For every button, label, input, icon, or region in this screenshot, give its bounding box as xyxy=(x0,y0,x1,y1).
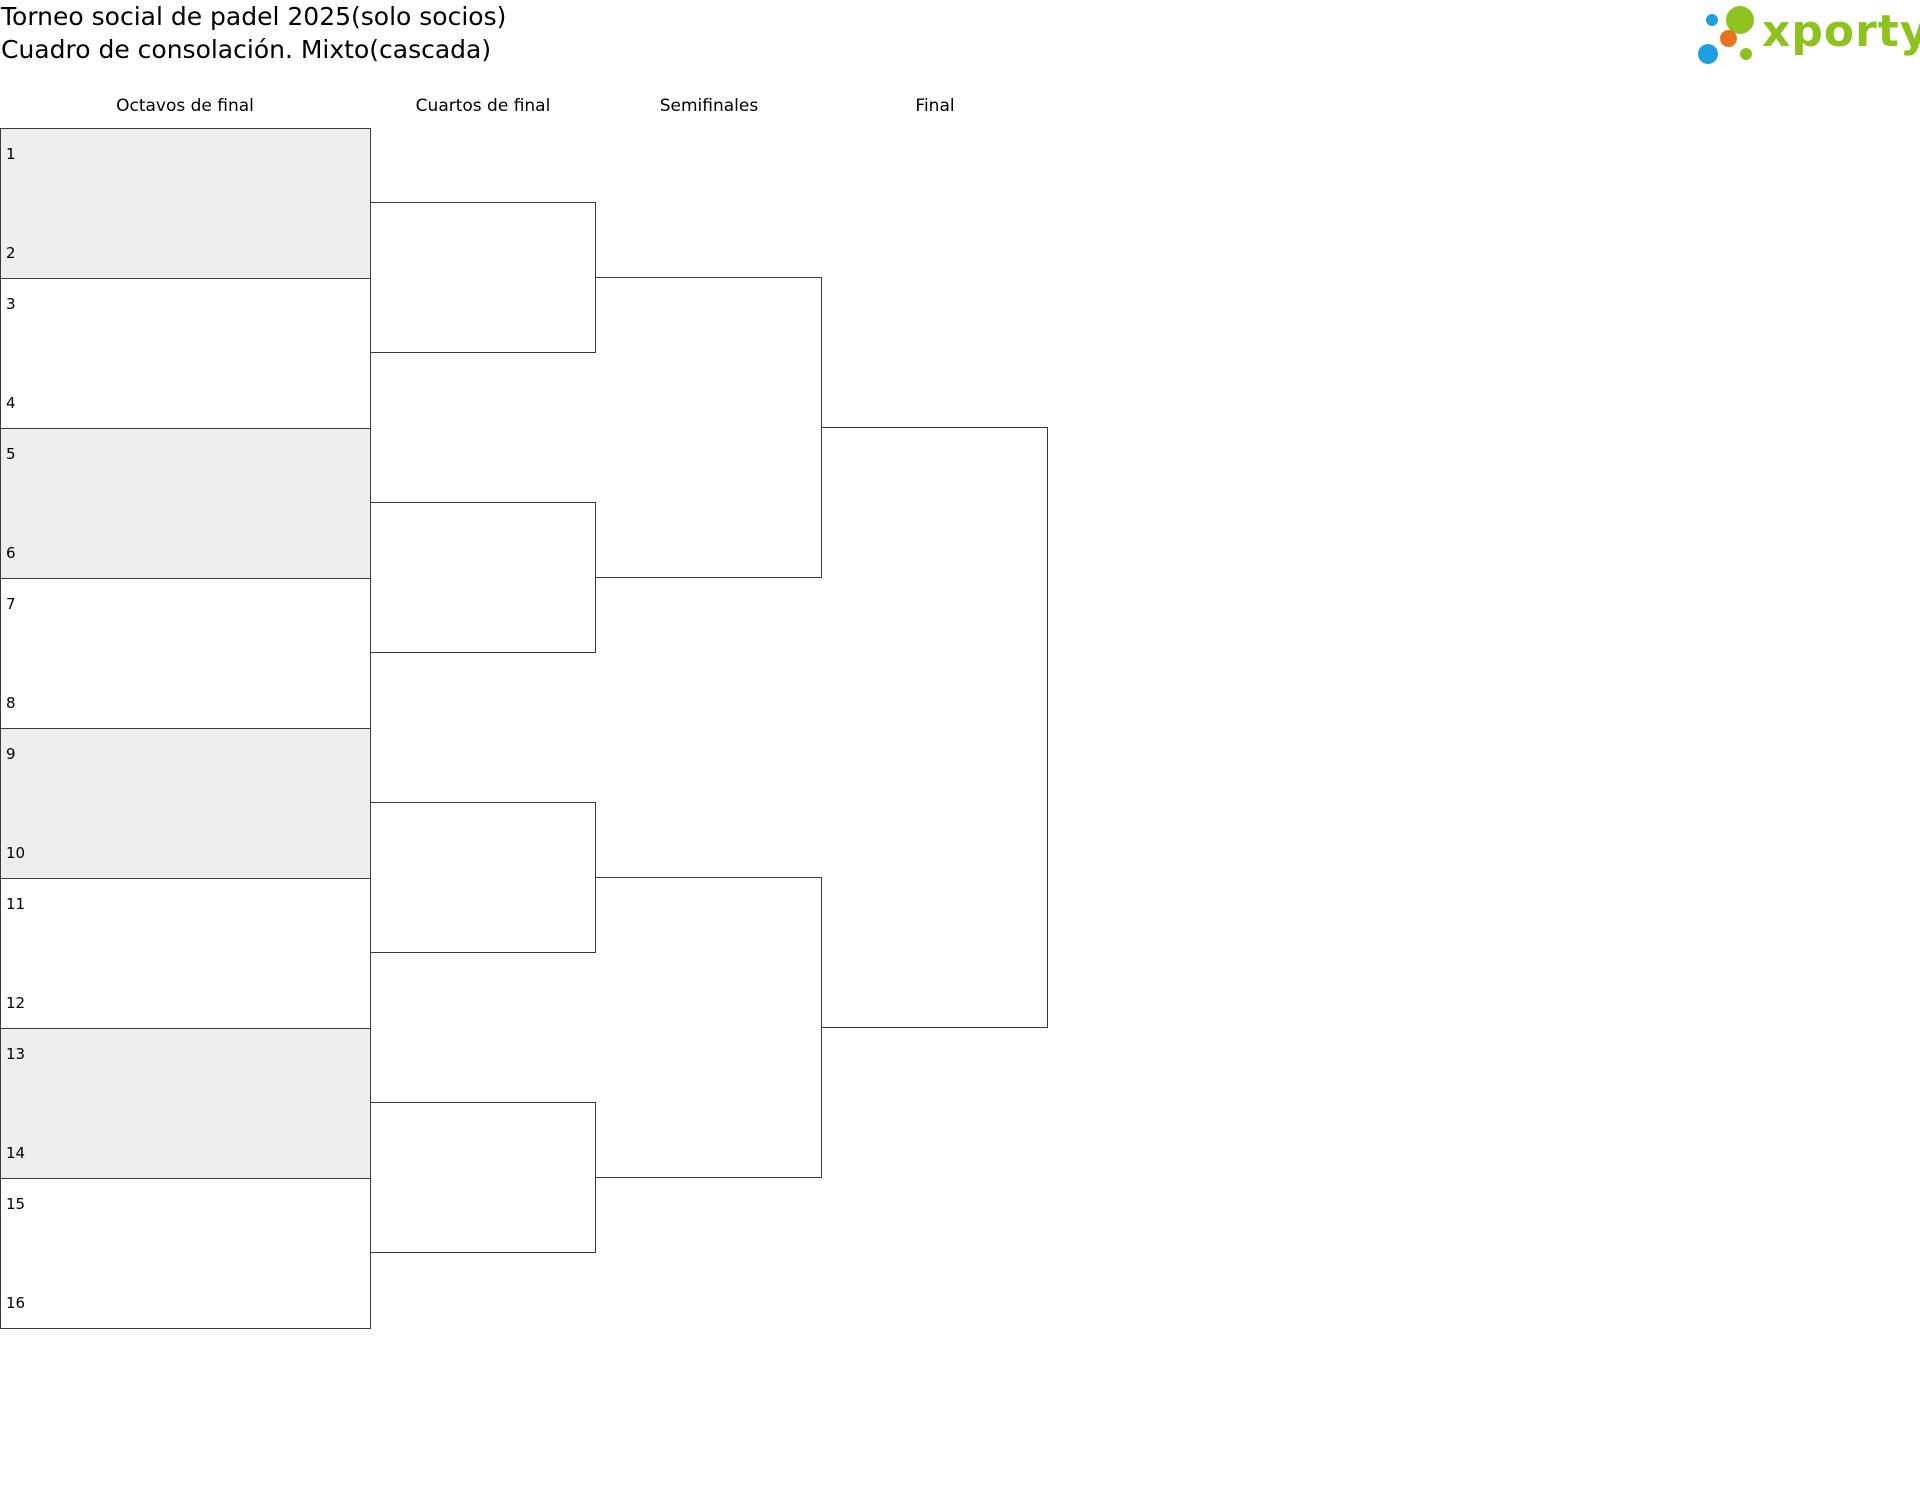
logo-dot-orange xyxy=(1720,30,1737,47)
match-slot[interactable]: 5 6 xyxy=(0,428,371,579)
round-header-octavos: Octavos de final xyxy=(116,96,254,116)
round-header-cuartos: Cuartos de final xyxy=(415,96,551,116)
seed-number: 14 xyxy=(6,1144,26,1162)
seed-number: 10 xyxy=(6,844,26,862)
seed-number: 3 xyxy=(6,295,16,313)
match-slot[interactable]: 3 4 xyxy=(0,278,371,429)
seed-number: 8 xyxy=(6,694,16,712)
logo-dot-green-large xyxy=(1726,6,1754,34)
match-slot[interactable]: 11 12 xyxy=(0,878,371,1029)
xporty-logo: xporty xyxy=(1690,2,1920,68)
quarterfinal-slot[interactable] xyxy=(370,802,596,953)
match-slot[interactable]: 7 8 xyxy=(0,578,371,729)
seed-number: 13 xyxy=(6,1045,26,1063)
semifinal-slot[interactable] xyxy=(596,877,822,1178)
match-slot[interactable]: 1 2 xyxy=(0,128,371,279)
seed-number: 7 xyxy=(6,595,16,613)
semifinal-slot[interactable] xyxy=(596,277,822,578)
seed-number: 12 xyxy=(6,994,26,1012)
final-slot[interactable] xyxy=(822,427,1048,1028)
seed-number: 11 xyxy=(6,895,26,913)
logo-dot-blue-small xyxy=(1706,14,1718,26)
logo-dot-green-small xyxy=(1740,48,1752,60)
quarterfinal-slot[interactable] xyxy=(370,202,596,353)
page-subtitle: Cuadro de consolación. Mixto(cascada) xyxy=(1,35,492,64)
quarterfinal-slot[interactable] xyxy=(370,1102,596,1253)
seed-number: 5 xyxy=(6,445,16,463)
round-header-final: Final xyxy=(915,96,955,116)
match-slot[interactable]: 9 10 xyxy=(0,728,371,879)
seed-number: 4 xyxy=(6,394,16,412)
match-slot[interactable]: 15 16 xyxy=(0,1178,371,1329)
seed-number: 16 xyxy=(6,1294,26,1312)
quarterfinal-slot[interactable] xyxy=(370,502,596,653)
logo-dot-blue-large xyxy=(1698,44,1718,64)
seed-number: 2 xyxy=(6,244,16,262)
round-header-semifinales: Semifinales xyxy=(659,96,759,116)
page-title: Torneo social de padel 2025(solo socios) xyxy=(1,2,507,31)
seed-number: 1 xyxy=(6,145,16,163)
seed-number: 9 xyxy=(6,745,16,763)
seed-number: 6 xyxy=(6,544,16,562)
logo-wordmark: xporty xyxy=(1762,6,1920,57)
seed-number: 15 xyxy=(6,1195,26,1213)
match-slot[interactable]: 13 14 xyxy=(0,1028,371,1179)
